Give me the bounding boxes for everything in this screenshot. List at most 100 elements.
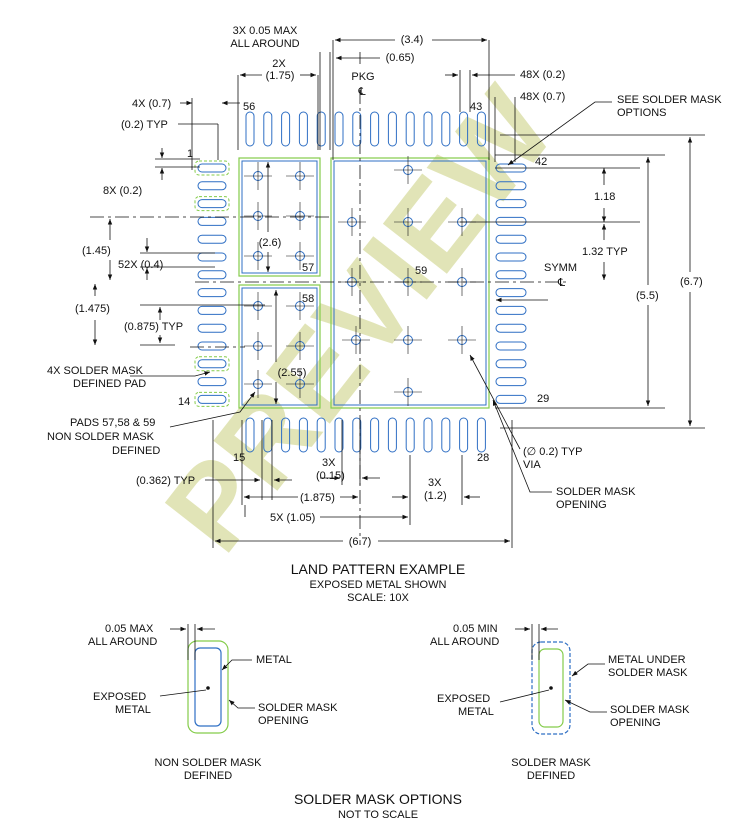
nsmd-caption-2: DEFINED (184, 770, 232, 782)
pad-bottom (441, 417, 451, 453)
pads-note-3: DEFINED (112, 445, 160, 457)
smd-metal-under-label: METAL UNDER (608, 654, 686, 666)
smd-option: 0.05 MIN ALL AROUND METAL UNDER SOLDER M… (430, 623, 690, 782)
dim-0-65: (0.65) (386, 52, 415, 64)
dim-6-7-horizontal: (6.7) (349, 536, 372, 548)
pads-note-2: NON SOLDER MASK (47, 431, 155, 443)
smd-caption-2: DEFINED (527, 770, 575, 782)
dim-0-15: (0.15) (316, 470, 345, 482)
pad-bottom (476, 417, 486, 453)
pad-right (495, 341, 527, 351)
pad-left (197, 323, 227, 333)
dim-2-55: (2.55) (278, 367, 307, 379)
nsmd-metal-label: METAL (256, 654, 292, 666)
dim-all-around-max: 3X 0.05 MAX (233, 25, 298, 37)
pin-43-label: 43 (470, 101, 482, 113)
dim-3-4: (3.4) (401, 34, 424, 46)
perimeter-pads (194, 111, 527, 453)
pad-left-mask (194, 391, 230, 407)
pad-right (495, 359, 527, 369)
pad-left (197, 305, 227, 315)
dim-1-32-typ: 1.32 TYP (582, 246, 628, 258)
smd-pad-note-2: DEFINED PAD (73, 378, 146, 390)
smd-opening-label: SOLDER MASK (610, 704, 690, 716)
dimension-labels: 3X 0.05 MAX ALL AROUND (3.4) (0.65) 2X (… (47, 25, 722, 548)
dim-2x: 2X (272, 58, 286, 70)
dim-48x-0-7: 48X (0.7) (520, 91, 565, 103)
pad-left-mask (194, 196, 230, 212)
dim-5-5: (5.5) (636, 290, 659, 302)
pad-left (197, 252, 227, 262)
pad-top (387, 111, 397, 147)
dim-1-45: (1.45) (82, 245, 111, 257)
pad-right (495, 323, 527, 333)
pin-42-label: 42 (535, 156, 547, 168)
pin-59-label: 59 (415, 265, 427, 277)
nsmd-exposed-label: EXPOSED (93, 691, 146, 703)
symm-centerline-symbol: ℄ (557, 277, 565, 289)
pad-left (197, 199, 227, 209)
pad-top (316, 111, 326, 147)
nsmd-exposed-label-2: METAL (115, 704, 151, 716)
dim-2-6: (2.6) (259, 237, 282, 249)
pin-57-label: 57 (302, 262, 314, 274)
land-pattern-title: LAND PATTERN EXAMPLE (291, 561, 466, 577)
pad-top (245, 111, 255, 147)
pad-bottom (370, 417, 380, 453)
smd-exposed-label-2: METAL (458, 706, 494, 718)
dim-1-875: (1.875) (300, 492, 335, 504)
land-pattern-subtitle: EXPOSED METAL SHOWN (310, 579, 447, 591)
pad-left (197, 288, 227, 298)
nsmd-opening-label: SOLDER MASK (258, 702, 338, 714)
pad-top (476, 111, 486, 147)
nsmd-max-label: 0.05 MAX (105, 623, 154, 635)
pad-top (298, 111, 308, 147)
pad-bottom (316, 417, 326, 453)
smd-min-label: 0.05 MIN (453, 623, 498, 635)
pad-bottom (423, 417, 433, 453)
smd-opening-label-2: OPENING (610, 717, 661, 729)
pad-right (495, 252, 527, 262)
pin-58-label: 58 (302, 293, 314, 305)
via-note-1: (∅ 0.2) TYP (523, 446, 583, 458)
pad-left (197, 181, 227, 191)
dimension-lines (92, 37, 705, 548)
smd-pad-note-1: 4X SOLDER MASK (47, 365, 144, 377)
pkg-centerline-symbol: ℄ (357, 86, 365, 98)
pad-bottom (352, 417, 362, 453)
pin-28-label: 28 (477, 452, 489, 464)
thermal-pad-59 (330, 157, 490, 409)
dim-48x-0-2: 48X (0.2) (520, 69, 565, 81)
pad-top (405, 111, 415, 147)
see-mask-options-2: OPTIONS (617, 107, 667, 119)
dim-3x-0-15-a: 3X (322, 457, 336, 469)
pad-right (495, 234, 527, 244)
pads-note-1: PADS 57,58 & 59 (70, 417, 155, 429)
dim-5x-1-05: 5X (1.05) (270, 512, 315, 524)
smd-caption: SOLDER MASK (511, 757, 591, 769)
pad-right (495, 199, 527, 209)
opening-note-1: SOLDER MASK (556, 486, 636, 498)
smd-min-label-2: ALL AROUND (430, 636, 499, 648)
pad-right (495, 377, 527, 387)
opening-note-2: OPENING (556, 499, 607, 511)
thermal-pad-58 (238, 284, 321, 409)
pad-bottom (281, 417, 291, 453)
pad-bottom (334, 417, 344, 453)
pad-left (197, 394, 227, 404)
dim-1-475: (1.475) (75, 303, 110, 315)
dim-0-875-typ: (0.875) TYP (124, 321, 183, 333)
pad-left (197, 270, 227, 280)
dim-4x-0-7: 4X (0.7) (132, 98, 171, 110)
pad-left-mask (194, 356, 230, 372)
pad-right (495, 270, 527, 280)
pad-left-mask (194, 160, 230, 176)
dim-all-around-max-2: ALL AROUND (230, 38, 299, 50)
pad-bottom (298, 417, 308, 453)
pin-14-label: 14 (178, 396, 190, 408)
pad-right (495, 216, 527, 226)
pad-top (459, 111, 469, 147)
pad-left (197, 234, 227, 244)
pad-left (197, 377, 227, 387)
nsmd-option: 0.05 MAX ALL AROUND METAL EXPOSED METAL … (88, 623, 338, 782)
